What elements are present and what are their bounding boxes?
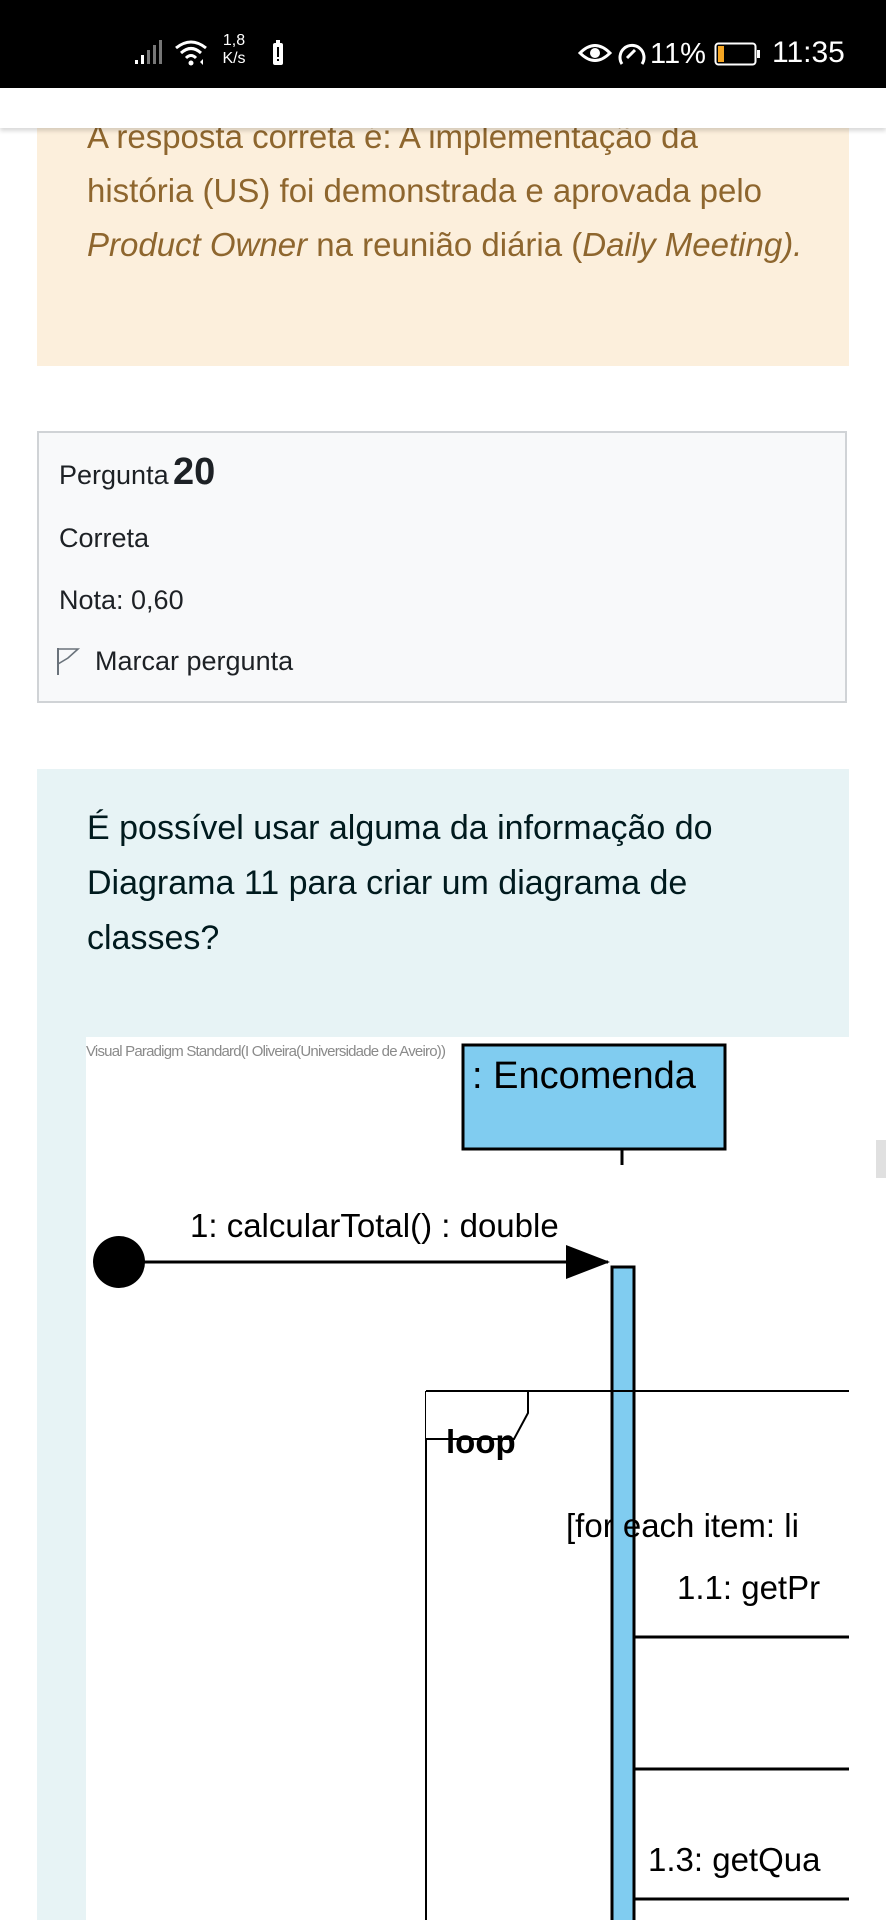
sequence-diagram-drawing	[93, 1043, 849, 1920]
battery-icon	[714, 42, 760, 66]
battery-percent: 11%	[650, 38, 706, 70]
wifi-icon	[175, 40, 207, 66]
message-1-1-label: 1.1: getPr	[671, 1569, 827, 1607]
feedback-text-end: ).	[782, 226, 803, 263]
loop-operator-tab	[426, 1390, 529, 1440]
network-speed-unit: K/s	[222, 50, 246, 67]
question-state: Correta	[59, 523, 150, 553]
network-speed-value: 1,8	[222, 32, 246, 49]
message-1-label: 1: calcularTotal() : double	[190, 1207, 559, 1244]
flag-icon	[57, 648, 81, 675]
question-info-panel: Pergunta 20 Correta Nota: 0,60 Marcar pe…	[37, 431, 847, 703]
activation-bar	[610, 1265, 636, 1920]
eye-comfort-icon	[578, 44, 612, 62]
loop-operator-label: loop	[446, 1423, 516, 1460]
question-grade: Nota: 0,60	[59, 585, 184, 615]
question-text: É possível usar alguma da informação do …	[87, 809, 713, 957]
loop-guard-label: [for each item: li	[566, 1507, 799, 1544]
flag-question-link[interactable]: Marcar pergunta	[55, 643, 293, 679]
lifeline-name: : Encomenda	[472, 1055, 696, 1097]
question-number: 20	[173, 451, 216, 493]
header-strip	[0, 88, 886, 128]
question-label: Pergunta	[59, 460, 169, 490]
flag-question-label: Marcar pergunta	[95, 645, 294, 676]
feedback-text-part: história (US) foi demonstrada e aprovada…	[87, 172, 763, 209]
feedback-text: A resposta correta é: A implementação da…	[87, 110, 807, 272]
message-1-arrowhead	[566, 1245, 610, 1279]
power-saving-icon	[618, 43, 646, 65]
question-number-heading: Pergunta 20	[59, 451, 215, 494]
network-speed: 1,8 K/s	[216, 32, 252, 68]
clock: 11:35	[772, 36, 845, 69]
message-1-3-label: 1.3: getQua	[642, 1841, 827, 1879]
feedback-text-part: na reunião diária (	[307, 226, 583, 263]
feedback-term-daily-meeting: Daily Meeting	[582, 226, 783, 263]
sequence-diagram-image: Visual Paradigm Standard(I Oliveira(Univ…	[86, 1037, 849, 1920]
diagram-watermark: Visual Paradigm Standard(I Oliveira(Univ…	[86, 1043, 446, 1060]
scrollbar-thumb[interactable]	[876, 1140, 886, 1178]
feedback-term-product-owner: Product Owner	[87, 226, 308, 263]
status-bar: 1,8 K/s 11% 11:35	[0, 0, 886, 88]
signal-strength-icon	[135, 40, 162, 64]
correct-answer-feedback: A resposta correta é: A implementação da…	[37, 100, 849, 366]
notification-alert-icon	[273, 40, 283, 65]
lifeline-head-box	[461, 1043, 727, 1151]
